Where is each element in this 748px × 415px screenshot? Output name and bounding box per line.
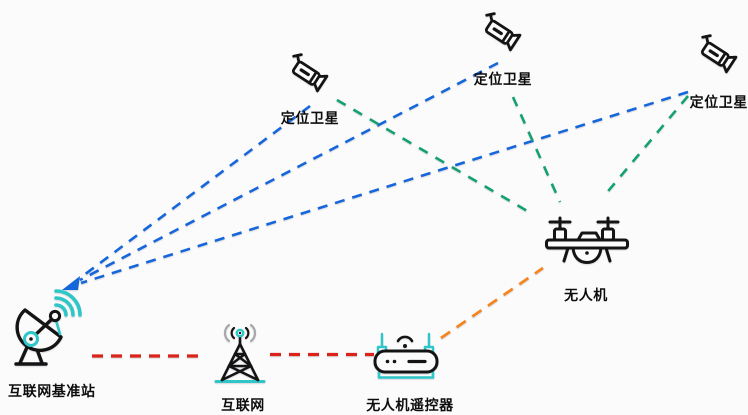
node-satellite-2	[478, 10, 526, 58]
base-station-label: 互联网基准站	[8, 383, 96, 399]
controller-label: 无人机遥控器	[366, 397, 454, 413]
drone-label: 无人机	[564, 287, 608, 303]
sat3-to-drone-link	[603, 95, 689, 197]
node-internet	[210, 322, 272, 386]
sat3-to-base-link	[80, 90, 689, 285]
router-icon	[373, 332, 439, 379]
satellite-icon	[291, 53, 329, 93]
drone-icon	[545, 216, 629, 264]
node-drone	[545, 213, 630, 269]
node-satellite-1	[285, 51, 333, 99]
satellite-3-label: 定位卫星	[689, 94, 748, 110]
radio-tower-icon	[214, 323, 266, 383]
satellite-icon	[484, 12, 522, 52]
satellite-1-label: 定位卫星	[280, 110, 340, 126]
sat1-to-drone-link	[336, 98, 530, 214]
sat2-to-base-link	[79, 61, 499, 282]
controller-to-drone-link	[440, 266, 544, 340]
node-base-station	[8, 258, 108, 372]
node-satellite-3	[694, 32, 742, 80]
sat1-to-base-link	[79, 104, 311, 280]
satellite-2-label: 定位卫星	[473, 71, 533, 87]
internet-label: 互联网	[221, 397, 265, 413]
sat2-to-drone-link	[511, 96, 562, 203]
satellite-icon	[700, 34, 738, 74]
dish-antenna-icon	[14, 289, 82, 366]
base-station-arrow	[62, 276, 80, 290]
node-controller	[372, 328, 440, 380]
